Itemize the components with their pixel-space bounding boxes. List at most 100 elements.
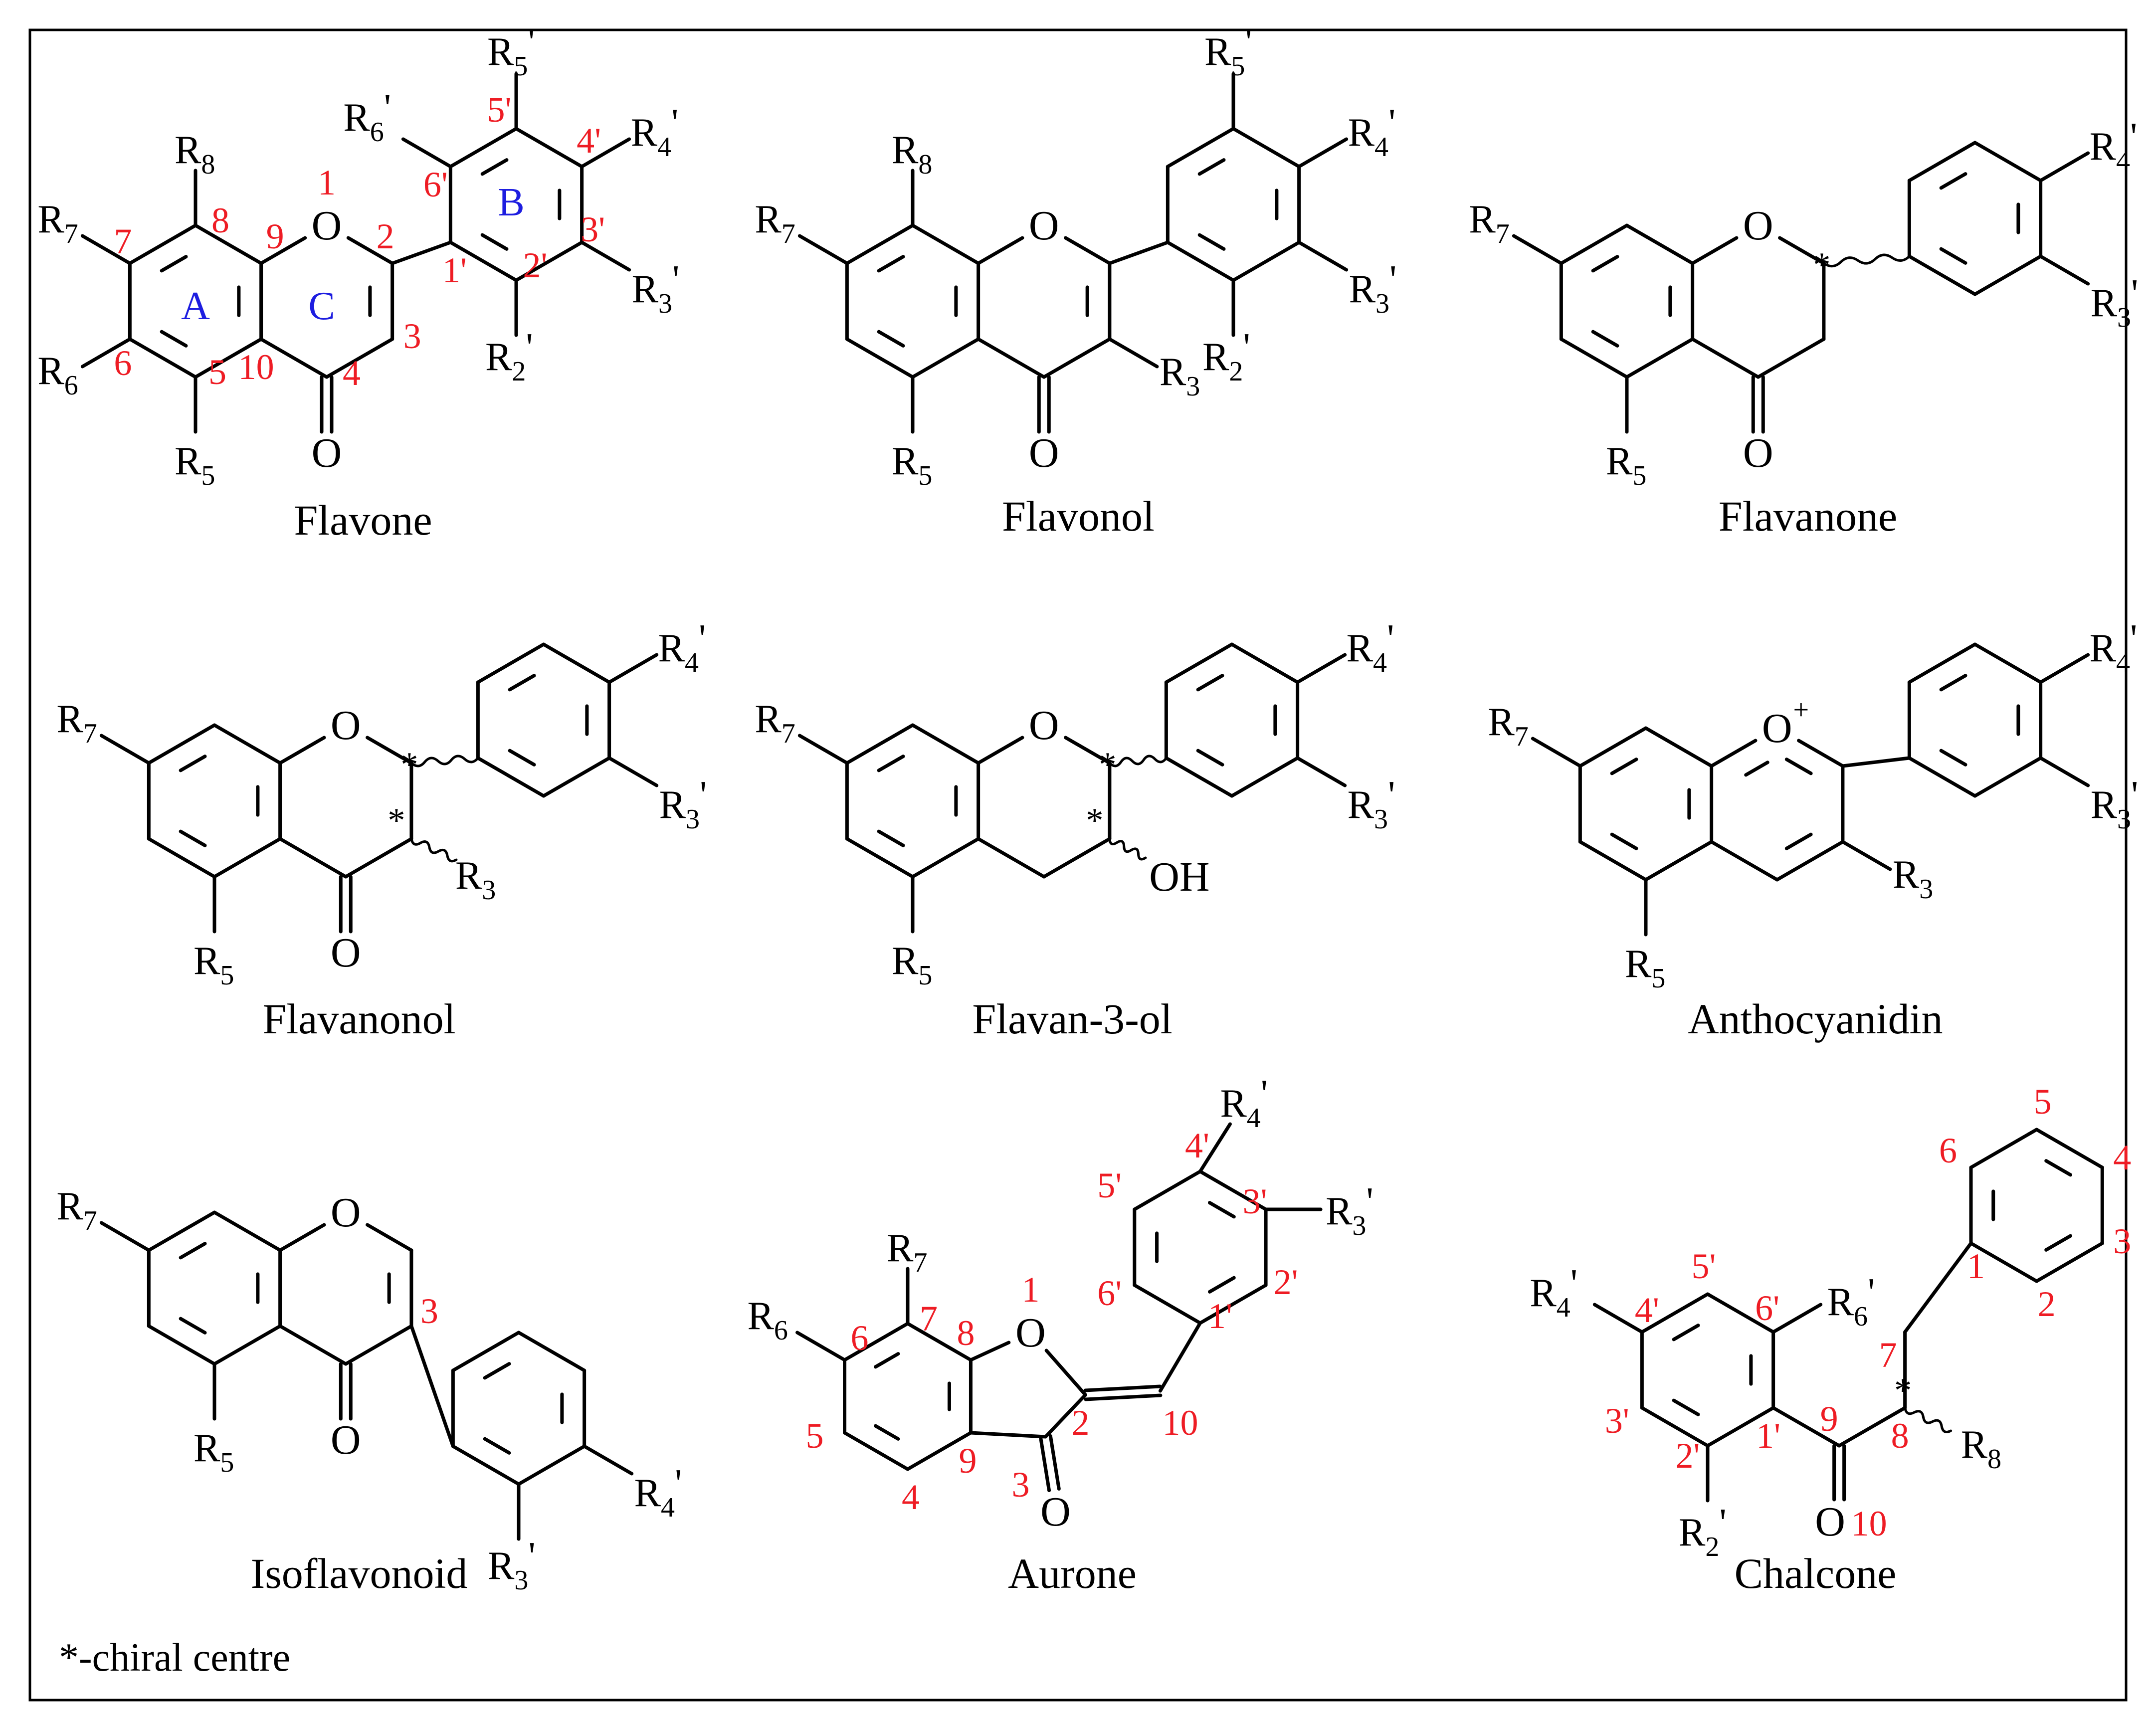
double-bond-inner [877, 255, 905, 273]
single-bond [1644, 840, 1714, 882]
locant-label: 1 [1021, 1270, 1039, 1310]
structure-name-flavanonol: Flavanonol [263, 995, 456, 1043]
substituent-r6-prime: R6' [1827, 1271, 1875, 1332]
locant-label: 5' [487, 90, 512, 130]
locant-label: 6' [423, 165, 448, 204]
single-bond [1133, 1169, 1202, 1211]
single-bond [2039, 254, 2090, 286]
substituent-r3-prime: R3' [1326, 1180, 1373, 1241]
double-bond-inner [1196, 749, 1224, 767]
double-bond-inner [508, 749, 536, 767]
substituent-r8: R8 [892, 128, 932, 180]
substituent-r4-prime: R4' [658, 617, 706, 678]
single-bond [1042, 337, 1112, 379]
single-bond [1775, 840, 1845, 882]
double-bond-inner [1196, 674, 1224, 692]
substituent-r3-prime: R3' [1348, 773, 1395, 835]
single-bond [1841, 840, 1892, 871]
locant-label: 10 [1162, 1403, 1198, 1443]
single-bond [1973, 642, 2043, 684]
single-bond [128, 337, 197, 379]
locant-label: 3' [1243, 1181, 1267, 1221]
single-bond [514, 127, 584, 169]
substituent-r4-prime: R4' [1347, 617, 1394, 678]
single-bond [1592, 1303, 1644, 1334]
locant-label: 6 [851, 1318, 869, 1358]
double-bond-inner [480, 233, 509, 251]
single-bond [1164, 642, 1234, 684]
double-bond [1084, 1393, 1163, 1401]
single-bond [1297, 240, 1349, 272]
ring-oxygen: O [1029, 202, 1059, 249]
single-bond [1158, 1321, 1202, 1393]
double-bond-inner [179, 1317, 207, 1335]
single-bond [1969, 1241, 2039, 1283]
single-bond [906, 1431, 973, 1471]
substituent-r3-prime: R3' [632, 258, 680, 319]
single-bond [278, 1223, 326, 1252]
double-bond-inner [508, 674, 536, 692]
single-bond [1969, 1128, 2039, 1169]
single-bond [2039, 151, 2090, 183]
substituent-r7: R7 [37, 197, 78, 249]
single-bond [1230, 642, 1300, 684]
double-bond [1039, 1436, 1051, 1493]
single-bond [1625, 223, 1695, 265]
substituent-r2-prime: R2' [1202, 326, 1250, 387]
single-bond [259, 337, 329, 379]
wavy-bond [410, 837, 458, 863]
single-bond [583, 1444, 634, 1476]
substituent-r7: R7 [1469, 197, 1509, 249]
substituent-r4-prime: R4' [631, 101, 679, 163]
single-bond [845, 837, 915, 879]
double-bond-inner [1197, 233, 1226, 251]
double-bond-inner [874, 1352, 900, 1369]
locant-label: 1' [1756, 1416, 1780, 1456]
carbonyl-oxygen: O [1040, 1489, 1071, 1535]
locant-label: 9 [266, 216, 284, 256]
chiral-centre-marker: * [1813, 246, 1830, 284]
substituent-r3: R3 [455, 854, 496, 906]
double-bond-inner [480, 158, 509, 176]
carbonyl-oxygen: O [1815, 1499, 1845, 1545]
single-bond [797, 734, 849, 765]
locant-label: 9 [959, 1441, 977, 1481]
substituent-r5: R5 [1606, 439, 1646, 491]
single-bond [1907, 254, 1977, 296]
locant-label: 2 [2038, 1284, 2056, 1324]
substituent-r6: R6 [37, 349, 78, 401]
single-bond [1133, 1283, 1202, 1325]
single-bond [1064, 236, 1112, 265]
single-bond [1756, 337, 1826, 379]
double-bond-inner [1591, 330, 1619, 348]
single-bond [1644, 726, 1714, 768]
double-bond-inner [2044, 1234, 2072, 1252]
single-bond [1108, 240, 1170, 265]
locant-label: A [181, 284, 210, 328]
double-bond [1048, 1434, 1061, 1491]
wavy-bond [1108, 837, 1147, 861]
single-bond [1166, 127, 1235, 169]
single-bond [1778, 236, 1826, 265]
single-bond [2039, 756, 2090, 787]
double-bond-inner [483, 1362, 511, 1380]
carbonyl-oxygen: O [331, 930, 361, 976]
single-bond [366, 736, 413, 765]
single-bond [147, 1210, 216, 1252]
single-bond [147, 837, 216, 879]
single-bond [1578, 840, 1648, 882]
ring-oxygen: O [1015, 1310, 1046, 1356]
single-bond [1296, 756, 1347, 787]
substituent-r5-prime: R5' [487, 20, 535, 82]
substituent-r7: R7 [887, 1226, 927, 1278]
substituent-r5: R5 [892, 939, 932, 991]
substituent-r5: R5 [194, 939, 234, 991]
single-bond [843, 1322, 910, 1362]
substituent-r3-prime: R3' [1349, 258, 1397, 319]
locant-label: 1 [318, 163, 336, 202]
single-bond [212, 1324, 282, 1366]
locant-label: 10 [238, 347, 274, 387]
double-bond-inner [877, 330, 905, 348]
double-bond-inner [1939, 247, 1967, 265]
